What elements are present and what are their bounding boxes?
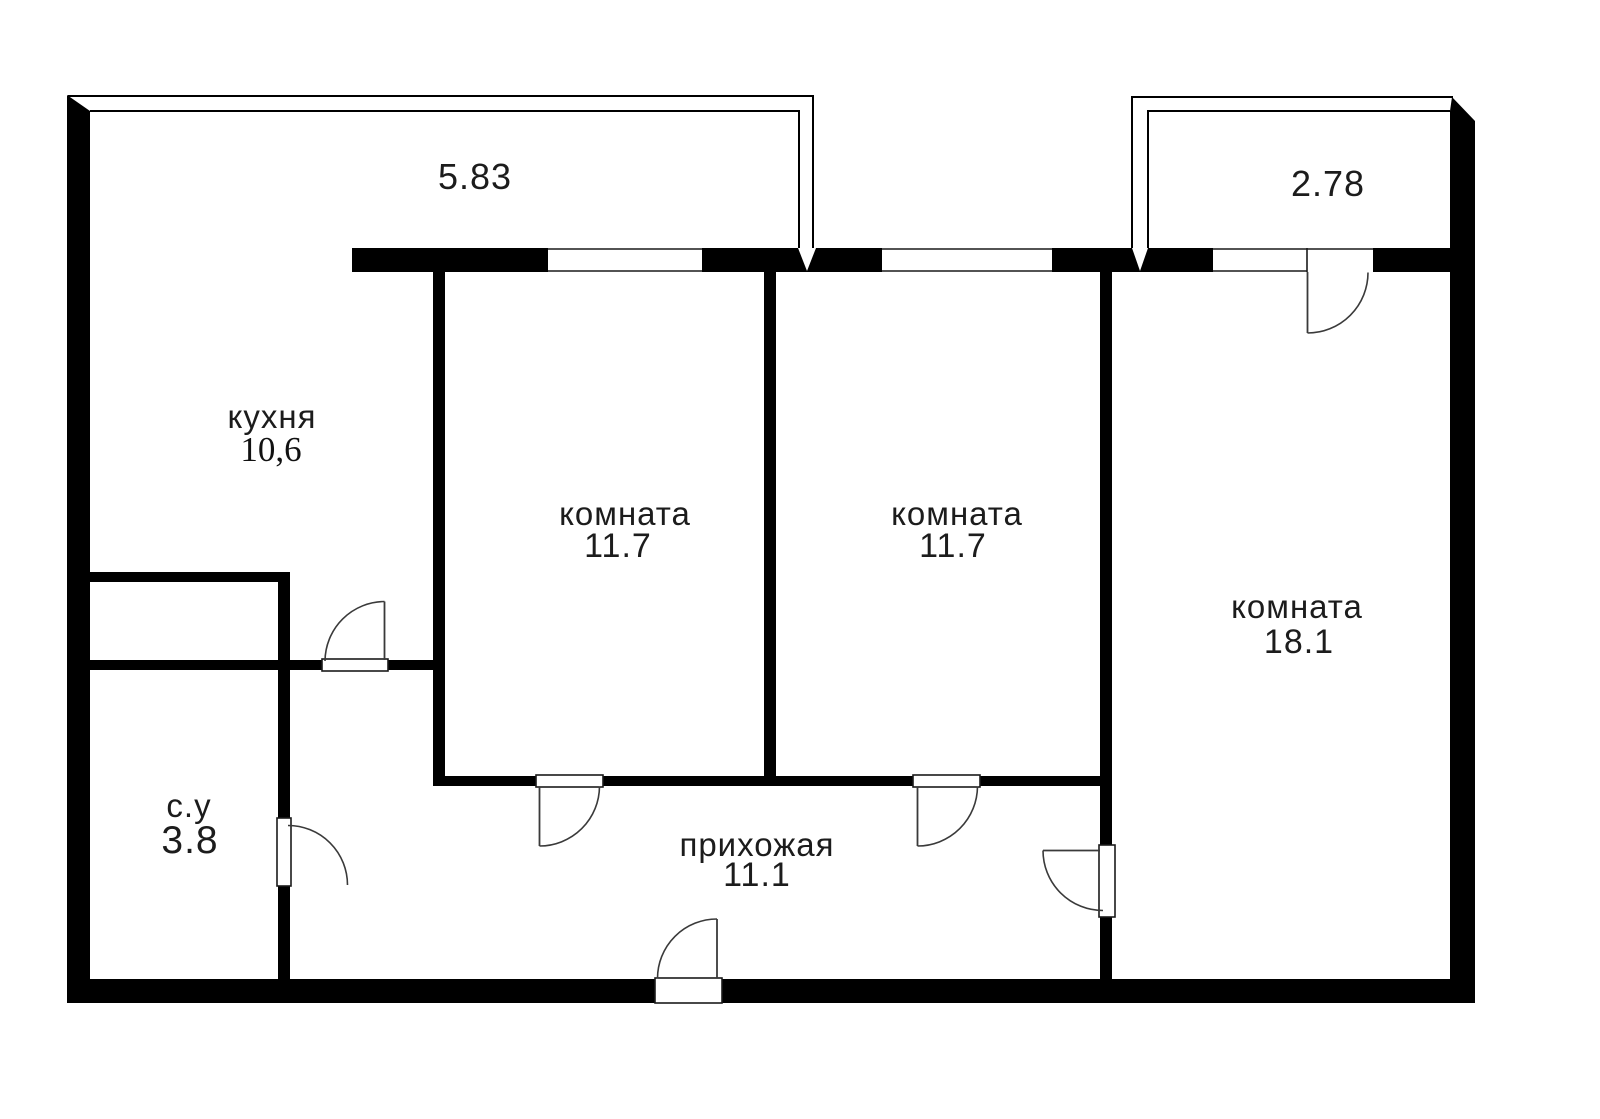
kitchen-door — [321, 600, 389, 672]
hallway-top-wall-c — [980, 776, 1102, 786]
windows — [548, 248, 1373, 272]
balcony-top-right-outline — [1131, 96, 1453, 250]
room1-door — [535, 774, 604, 847]
balcony-left-dimension: 5.83 — [438, 156, 512, 197]
wall-room3-upper — [1100, 272, 1112, 845]
balcony-right-dimension: 2.78 — [1291, 163, 1365, 204]
wall-bathroom-upper — [278, 572, 290, 818]
hallway-area: 11.1 — [723, 856, 791, 894]
top-wall-segment-kitchen — [352, 248, 548, 272]
hallway-top-wall-a — [433, 776, 536, 786]
outer-walls — [67, 95, 1475, 1003]
window-room2 — [882, 248, 1052, 272]
balcony-right-wedge — [1132, 248, 1148, 271]
doors — [276, 272, 1369, 1004]
room2-area: 11.7 — [919, 527, 987, 565]
room3-door — [1042, 844, 1116, 918]
top-wall-segment-far-right — [1373, 248, 1450, 272]
right-wall — [1450, 97, 1475, 1003]
wall-room1-room2 — [764, 272, 776, 786]
wall-kitchen-room1 — [433, 272, 445, 786]
left-wall — [67, 95, 90, 1003]
balcony-top-left-outline — [68, 95, 814, 250]
kitchen-label: кухня — [228, 398, 317, 435]
room1-area: 11.7 — [584, 527, 652, 565]
bathroom-area: 3.8 — [161, 819, 218, 862]
balcony-door-room3 — [1306, 272, 1369, 334]
bottom-wall — [67, 979, 1475, 1003]
top-wall-segment-right-mid — [1052, 248, 1213, 272]
kitchen-area: 10,6 — [240, 430, 301, 469]
niche-bottom-wall-left — [90, 660, 322, 670]
balcony-left-wedge — [798, 248, 816, 271]
bathroom-label: с.у — [166, 787, 211, 824]
entrance-door — [654, 918, 723, 1004]
window-room1 — [548, 248, 702, 272]
wall-room3-lower — [1100, 917, 1112, 979]
hallway-top-wall-b — [603, 776, 913, 786]
room1-label: комната — [559, 495, 691, 532]
room2-label: комната — [891, 495, 1023, 532]
room2-door — [912, 774, 981, 847]
interior-walls — [90, 272, 1112, 979]
top-wall-segment-mid — [702, 248, 882, 272]
niche-top-wall — [90, 572, 290, 582]
kitchen-bottom-wall-right — [388, 660, 433, 670]
hallway-label: прихожая — [679, 826, 834, 863]
wall-bathroom-lower — [278, 886, 290, 979]
room3-label: комната — [1231, 588, 1363, 625]
bathroom-door — [276, 817, 349, 887]
labels: 5.83 2.78 кухня 10,6 комната 11.7 комнат… — [161, 156, 1365, 894]
window-room3 — [1213, 248, 1373, 272]
room3-area: 18.1 — [1264, 623, 1334, 661]
